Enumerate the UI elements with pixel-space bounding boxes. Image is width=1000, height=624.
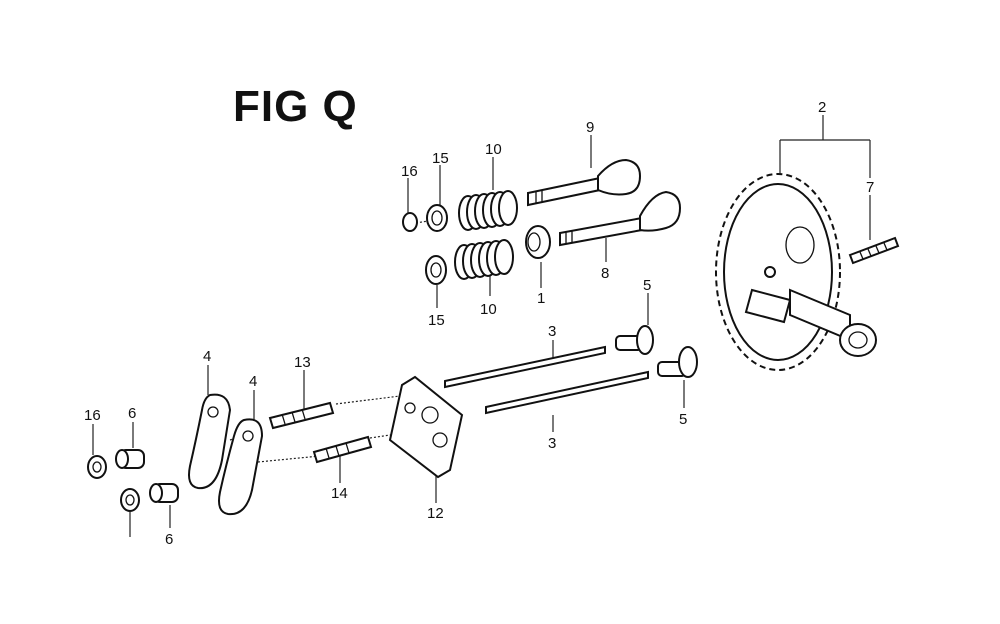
callout-15-upper: 13 <box>294 354 311 371</box>
part-3-push-rod-upper <box>444 345 606 389</box>
part-4-rocker-arm-left <box>188 393 232 490</box>
part-6-pivot-lower <box>149 483 179 503</box>
part-5-tappet-upper <box>615 325 654 355</box>
callout-6-lower: 6 <box>165 531 173 548</box>
part-15-stud-upper <box>268 401 335 430</box>
part-15-stud-lower <box>312 435 373 464</box>
callout-11: 15 <box>428 312 445 329</box>
part-10-spring-upper <box>458 190 518 231</box>
callout-10-lower: 10 <box>480 301 497 318</box>
part-9-valve-upper <box>527 158 642 207</box>
part-4-rocker-arm-right <box>218 418 264 516</box>
callout-8: 8 <box>601 265 609 282</box>
callout-14: 12 <box>427 505 444 522</box>
callout-labels: 16 15 10 9 2 7 8 1 10 15 5 3 3 5 4 4 13 … <box>84 99 874 548</box>
part-16-nut-upper <box>87 455 107 479</box>
callout-9: 9 <box>586 119 594 136</box>
callout-10-upper: 10 <box>485 141 502 158</box>
callout-1: 1 <box>537 290 545 307</box>
part-10-spring-lower <box>454 239 514 280</box>
callout-7: 7 <box>866 179 874 196</box>
part-16-nut-lower <box>120 488 140 512</box>
part-13-keeper <box>402 212 418 232</box>
callout-5-lower: 5 <box>679 411 687 428</box>
callout-4-left: 4 <box>203 348 211 365</box>
callout-4-right: 4 <box>249 373 257 390</box>
part-5-tappet-lower <box>657 346 698 378</box>
callout-5-upper: 5 <box>643 277 651 294</box>
callout-6-upper: 6 <box>128 405 136 422</box>
part-1-stem-seal <box>525 225 551 259</box>
part-8-valve-lower <box>559 190 682 247</box>
part-3-push-rod-lower <box>485 370 649 415</box>
part-11-retainer-lower <box>425 255 447 285</box>
part-14-rocker-plate <box>388 375 464 479</box>
callout-13: 16 <box>401 163 418 180</box>
callout-2: 2 <box>818 99 826 116</box>
callout-12: 15 <box>432 150 449 167</box>
callout-3-upper: 3 <box>548 323 556 340</box>
part-7-bolt <box>848 236 900 265</box>
part-2-camshaft-gear <box>715 173 877 371</box>
figure-title: FIG Q <box>233 82 358 131</box>
callout-3-lower: 3 <box>548 435 556 452</box>
part-12-retainer <box>426 204 448 232</box>
callout-16-upper: 16 <box>84 407 101 424</box>
callout-15-lower: 14 <box>331 485 348 502</box>
part-6-pivot-upper <box>115 449 145 469</box>
